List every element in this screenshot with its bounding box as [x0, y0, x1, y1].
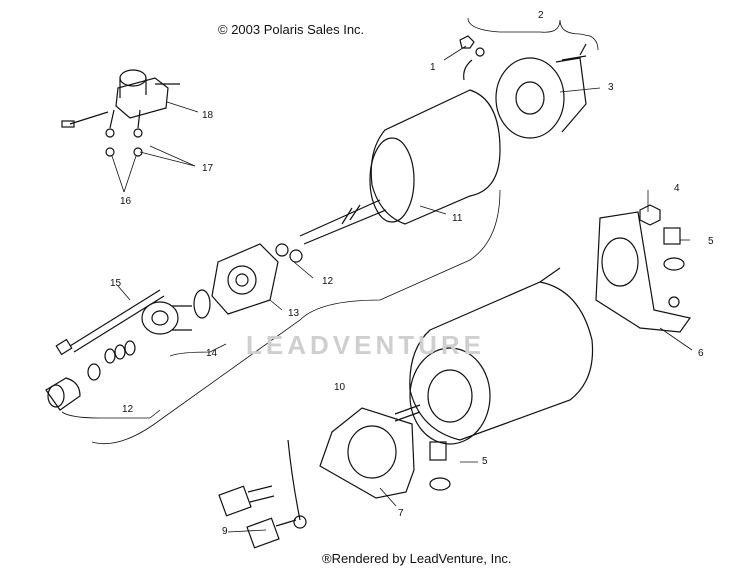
motor-housing-part	[394, 267, 594, 445]
callout-18: 18	[202, 110, 214, 121]
callout-12b: 12	[122, 404, 134, 415]
drive-plate-part	[193, 243, 279, 319]
watermark-text: LEADVENTURE	[246, 330, 486, 360]
bolt-part	[55, 289, 165, 356]
rear-bracket-part	[319, 407, 415, 499]
callout-1: 1	[430, 62, 436, 73]
callout-2: 2	[538, 10, 544, 21]
callout-17: 17	[202, 163, 214, 174]
callout-5b: 5	[482, 456, 488, 467]
bolt-set-part	[218, 439, 307, 549]
pinion-part	[141, 301, 192, 335]
callout-12: 12	[322, 276, 334, 287]
bracket-part	[595, 211, 692, 333]
callout-9: 9	[222, 526, 228, 537]
rendered-by-text: ®Rendered by LeadVenture, Inc.	[322, 551, 512, 566]
callout-4: 4	[674, 183, 680, 194]
copyright-text: © 2003 Polaris Sales Inc.	[218, 22, 365, 37]
callout-13: 13	[288, 308, 300, 319]
callout-3: 3	[608, 82, 614, 93]
callout-10: 10	[334, 382, 346, 393]
end-cap-part	[459, 35, 587, 139]
armature-part	[299, 89, 501, 245]
callout-7: 7	[398, 508, 404, 519]
solenoid-part	[61, 69, 180, 157]
callout-14: 14	[206, 348, 218, 359]
callout-5: 5	[708, 236, 714, 247]
callout-6: 6	[698, 348, 704, 359]
callout-16: 16	[120, 196, 132, 207]
callout-15: 15	[110, 278, 122, 289]
callout-11: 11	[452, 213, 463, 224]
